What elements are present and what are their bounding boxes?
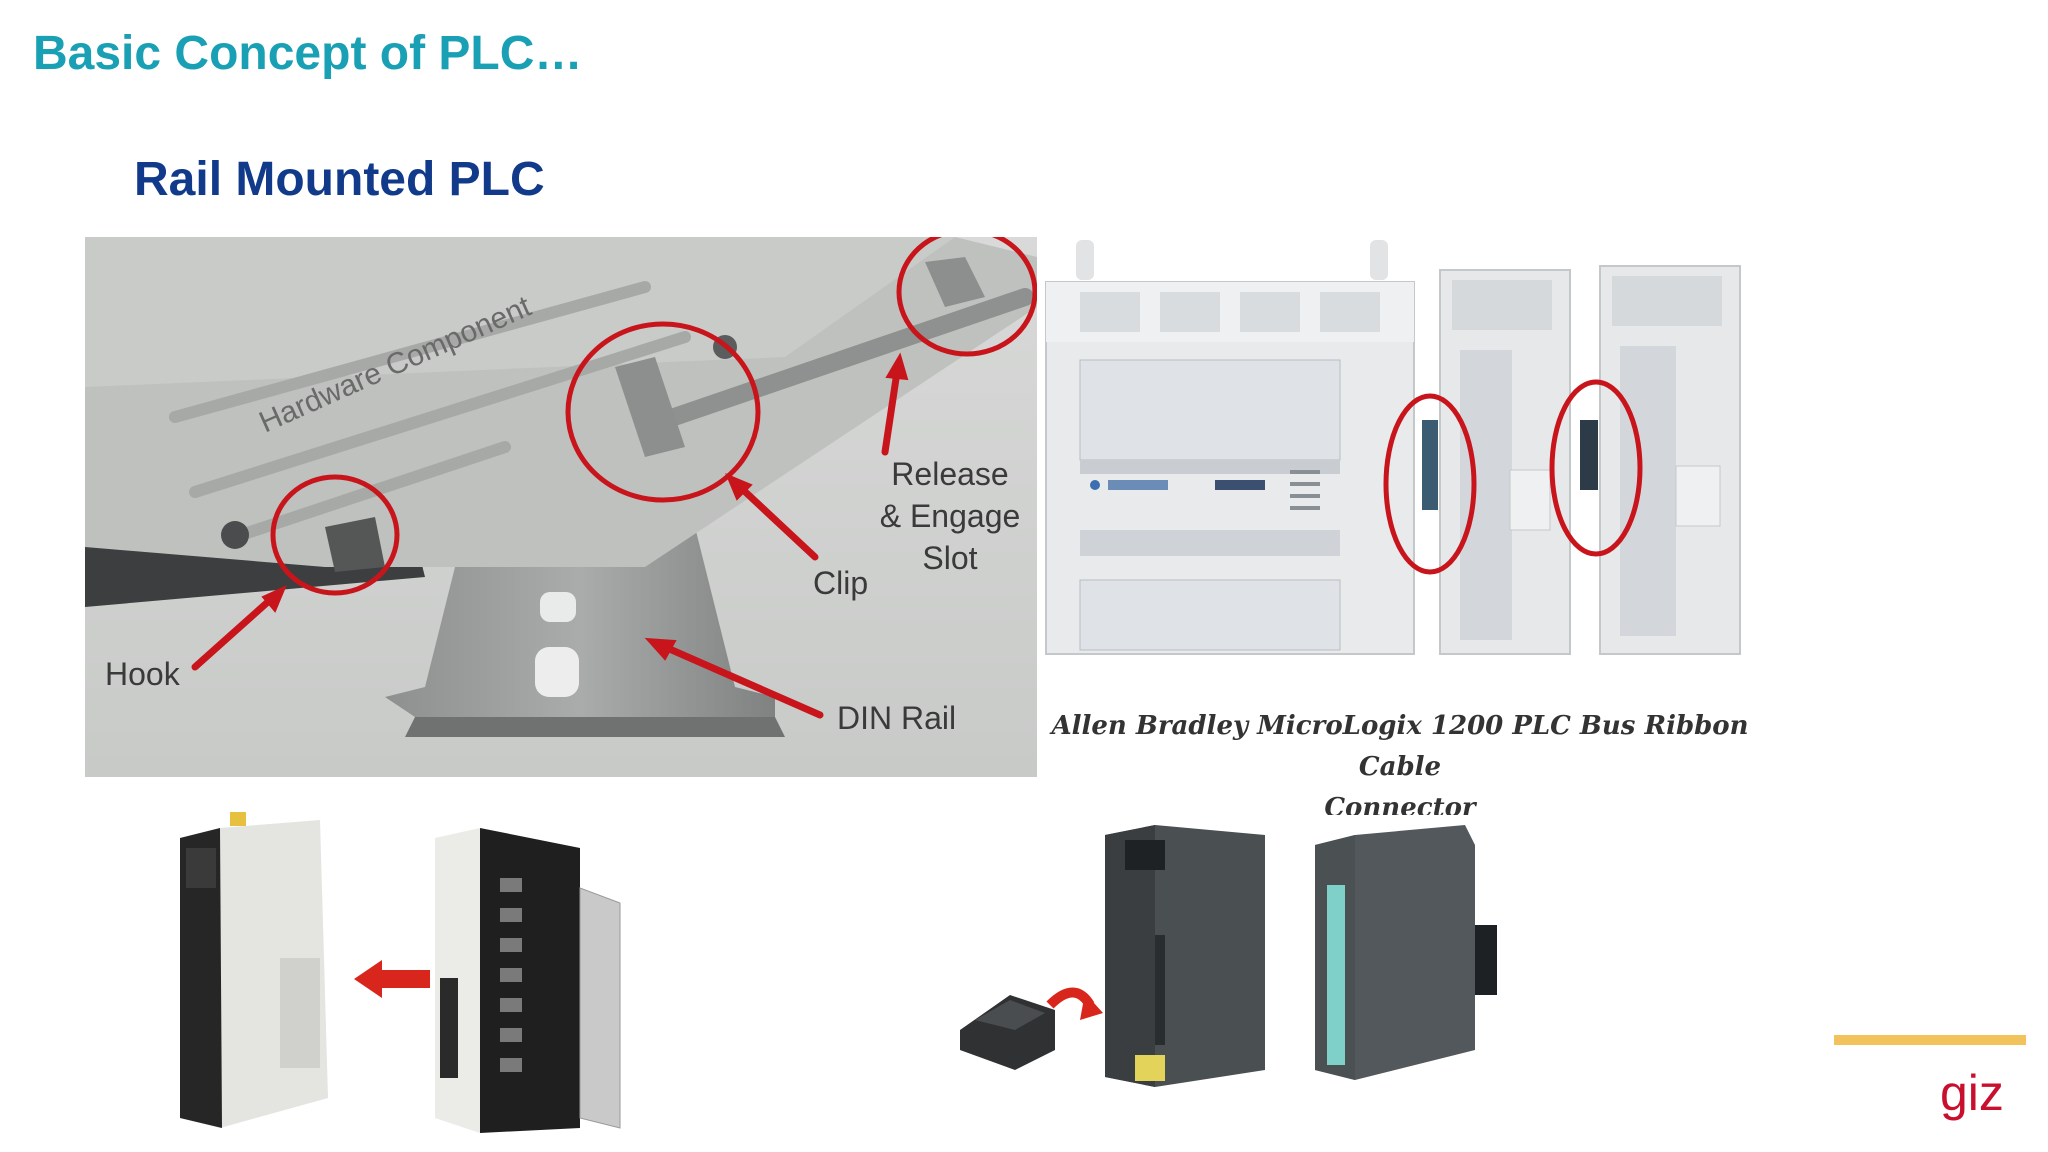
ribbon-cable-highlight-2: [1549, 379, 1643, 557]
micrologix-caption: Allen Bradley MicroLogix 1200 PLC Bus Ri…: [1040, 706, 1760, 829]
slot-highlight: [896, 237, 1037, 357]
siemens-illustration: [955, 815, 1555, 1095]
expansion-module-1: [1439, 269, 1571, 655]
ribbon-cable-highlight-1: [1383, 393, 1477, 575]
release-label-line1: Release: [891, 456, 1008, 492]
siemens-modules-photo: [955, 815, 1555, 1095]
expansion-module-2: [1599, 265, 1741, 655]
bus-connector-shape: [960, 995, 1055, 1070]
micrologix-illustration: [1040, 230, 1760, 670]
section-title: Rail Mounted PLC: [134, 153, 545, 206]
release-label-line3: Slot: [922, 540, 977, 576]
giz-logo: giz: [1940, 1058, 2020, 1128]
giz-logo-mark: giz: [1940, 1065, 2004, 1121]
din-rail-illustration: Hardware Component Hook Clip Release & E…: [85, 237, 1037, 777]
omron-illustration: [160, 798, 660, 1138]
main-controller-shape: [1045, 240, 1415, 655]
omron-modules-photo: [160, 798, 660, 1138]
accent-line: [1834, 1035, 2026, 1045]
siemens-module-left: [1105, 825, 1265, 1087]
hook-label: Hook: [105, 656, 181, 692]
caption-line-1: Allen Bradley MicroLogix 1200 PLC Bus Ri…: [1051, 711, 1749, 782]
omron-module-left: [180, 812, 328, 1128]
din-rail-label: DIN Rail: [837, 700, 956, 736]
micrologix-plc-photo: [1040, 230, 1760, 670]
clip-highlight: [565, 321, 761, 503]
release-label-line2: & Engage: [880, 498, 1021, 534]
svg-text:giz: giz: [1940, 1065, 2004, 1121]
omron-module-right: [435, 828, 621, 1133]
siemens-module-right: [1315, 825, 1497, 1080]
clip-label: Clip: [813, 565, 868, 601]
din-rail-mounting-photo: Hardware Component Hook Clip Release & E…: [85, 237, 1037, 777]
slide-title: Basic Concept of PLC…: [33, 27, 583, 80]
din-rail-shape: [385, 527, 775, 717]
hook-highlight: [270, 474, 400, 596]
